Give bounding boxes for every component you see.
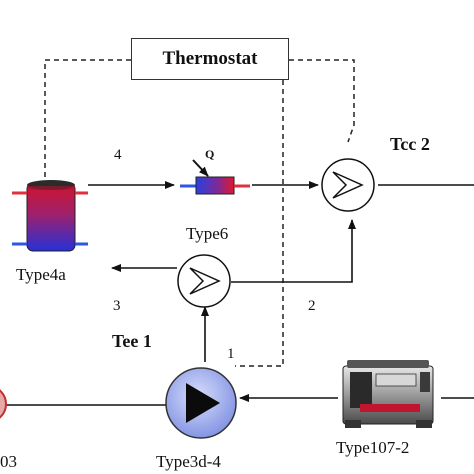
tank-icon[interactable]: [12, 180, 88, 252]
control-line-tank: [44, 59, 131, 182]
flow-label-4: 4: [114, 147, 122, 163]
pump-icon[interactable]: [165, 367, 237, 439]
chiller-icon[interactable]: [342, 360, 434, 428]
flow-tee1-to-tcc2: [231, 219, 356, 283]
control-line-pump: [235, 80, 284, 367]
thermostat-box[interactable]: Thermostat: [131, 38, 289, 80]
control-lines: [44, 59, 355, 367]
heater-icon[interactable]: [180, 159, 250, 195]
diverter-tee1-icon[interactable]: [177, 254, 231, 308]
tcc2-label: Tcc 2: [390, 134, 430, 154]
heat-input-arrow: [192, 159, 209, 177]
control-line-tcc2: [289, 59, 355, 143]
flow-label-1: 1: [227, 346, 235, 362]
flow-label-2: 2: [308, 298, 316, 314]
partial-component-label: 03: [0, 452, 17, 471]
tee1-label: Tee 1: [112, 331, 152, 351]
type3d4-label: Type3d-4: [156, 452, 221, 471]
flow-lines: [5, 181, 474, 406]
flow-label-3: 3: [113, 298, 121, 314]
type107-label: Type107-2: [336, 438, 410, 457]
type4a-label: Type4a: [16, 265, 66, 284]
partial-left-component-icon: [0, 389, 7, 419]
thermostat-label: Thermostat: [162, 48, 258, 69]
type6-label: Type6: [186, 224, 229, 243]
heat-q-label: Q: [205, 147, 215, 161]
mixer-tcc2-icon[interactable]: [321, 158, 375, 212]
